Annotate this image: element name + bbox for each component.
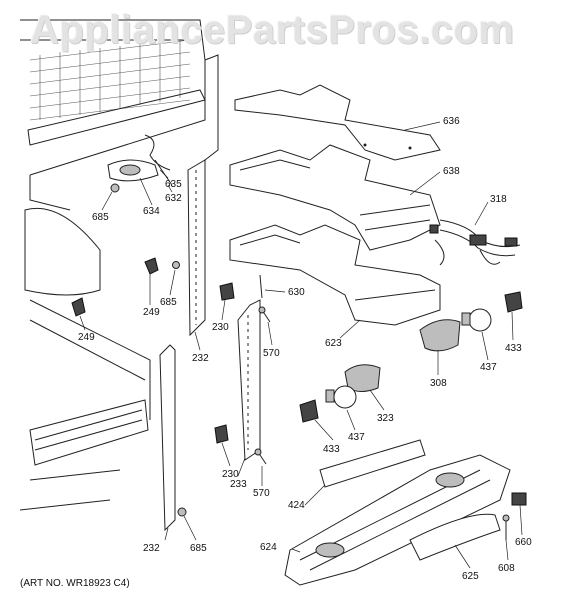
- part-624-cover: [284, 454, 511, 586]
- part-437-bulb-a: [461, 308, 492, 332]
- label-625: 625: [462, 571, 479, 582]
- crisper-rail: [29, 399, 149, 466]
- part-433-socket-b: [299, 399, 319, 423]
- label-685-a: 685: [92, 212, 109, 223]
- part-labels: 636 638 318 635 632 634 685 249 685 249 …: [78, 116, 532, 582]
- part-249-clip-a: [144, 257, 159, 275]
- label-437-b: 437: [348, 432, 365, 443]
- label-632: 632: [165, 193, 182, 204]
- label-308: 308: [430, 378, 447, 389]
- part-437-bulb-b: [325, 385, 357, 409]
- part-638-insulation: [229, 144, 441, 251]
- part-632-wire: [154, 159, 173, 186]
- part-623-housing: [229, 224, 441, 326]
- freezer-shelf-grid: [29, 39, 191, 121]
- part-232-rail-b: [159, 344, 176, 532]
- part-230-clip-b: [214, 424, 229, 444]
- part-685-screw-a: [110, 183, 120, 193]
- label-570-b: 570: [253, 488, 270, 499]
- cabinet-interior: [19, 19, 219, 511]
- part-636-cover: [234, 84, 441, 161]
- leader-lines: [79, 121, 523, 569]
- part-570-screw-b: [254, 448, 267, 465]
- part-635-wire: [144, 134, 171, 171]
- label-323: 323: [377, 413, 394, 424]
- art-number-caption: (ART NO. WR18923 C4): [20, 578, 130, 589]
- label-638: 638: [443, 166, 460, 177]
- part-230-clip-a: [219, 282, 235, 301]
- part-685-screw-b: [172, 261, 180, 269]
- label-634: 634: [143, 206, 160, 217]
- label-232-a: 232: [192, 353, 209, 364]
- label-623: 623: [325, 338, 342, 349]
- part-685-screw-c: [177, 507, 187, 517]
- label-424: 424: [288, 500, 305, 511]
- part-634-socket: [107, 159, 159, 182]
- label-318: 318: [490, 194, 507, 205]
- label-433-a: 433: [505, 343, 522, 354]
- label-660: 660: [515, 537, 532, 548]
- part-424-bracket: [319, 439, 426, 488]
- label-437-a: 437: [480, 362, 497, 373]
- part-232-rail-a: [187, 159, 206, 337]
- label-630: 630: [288, 287, 305, 298]
- label-635: 635: [165, 179, 182, 190]
- label-233: 233: [230, 479, 247, 490]
- label-230-b: 230: [222, 469, 239, 480]
- part-308-lamp-housing: [419, 319, 461, 352]
- label-232-b: 232: [143, 543, 160, 554]
- part-233-rail: [237, 299, 261, 461]
- label-230-a: 230: [212, 322, 229, 333]
- label-249-a: 249: [143, 307, 160, 318]
- label-685-b: 685: [160, 297, 177, 308]
- label-433-b: 433: [323, 444, 340, 455]
- part-608-screw: [502, 514, 510, 540]
- part-630-screw: [259, 274, 263, 299]
- part-570-screw-a: [258, 306, 271, 323]
- label-249-b: 249: [78, 332, 95, 343]
- part-625-lens: [409, 513, 501, 561]
- label-608: 608: [498, 563, 515, 574]
- label-685-c: 685: [190, 543, 207, 554]
- part-318-harness: [429, 219, 521, 266]
- part-433-socket-a: [504, 291, 523, 313]
- part-249-clip-b: [71, 297, 86, 317]
- label-624: 624: [260, 542, 277, 553]
- part-660-connector: [511, 492, 527, 506]
- site-watermark: AppliancePartsPros.com: [30, 8, 515, 52]
- label-636: 636: [443, 116, 460, 127]
- label-570-a: 570: [263, 348, 280, 359]
